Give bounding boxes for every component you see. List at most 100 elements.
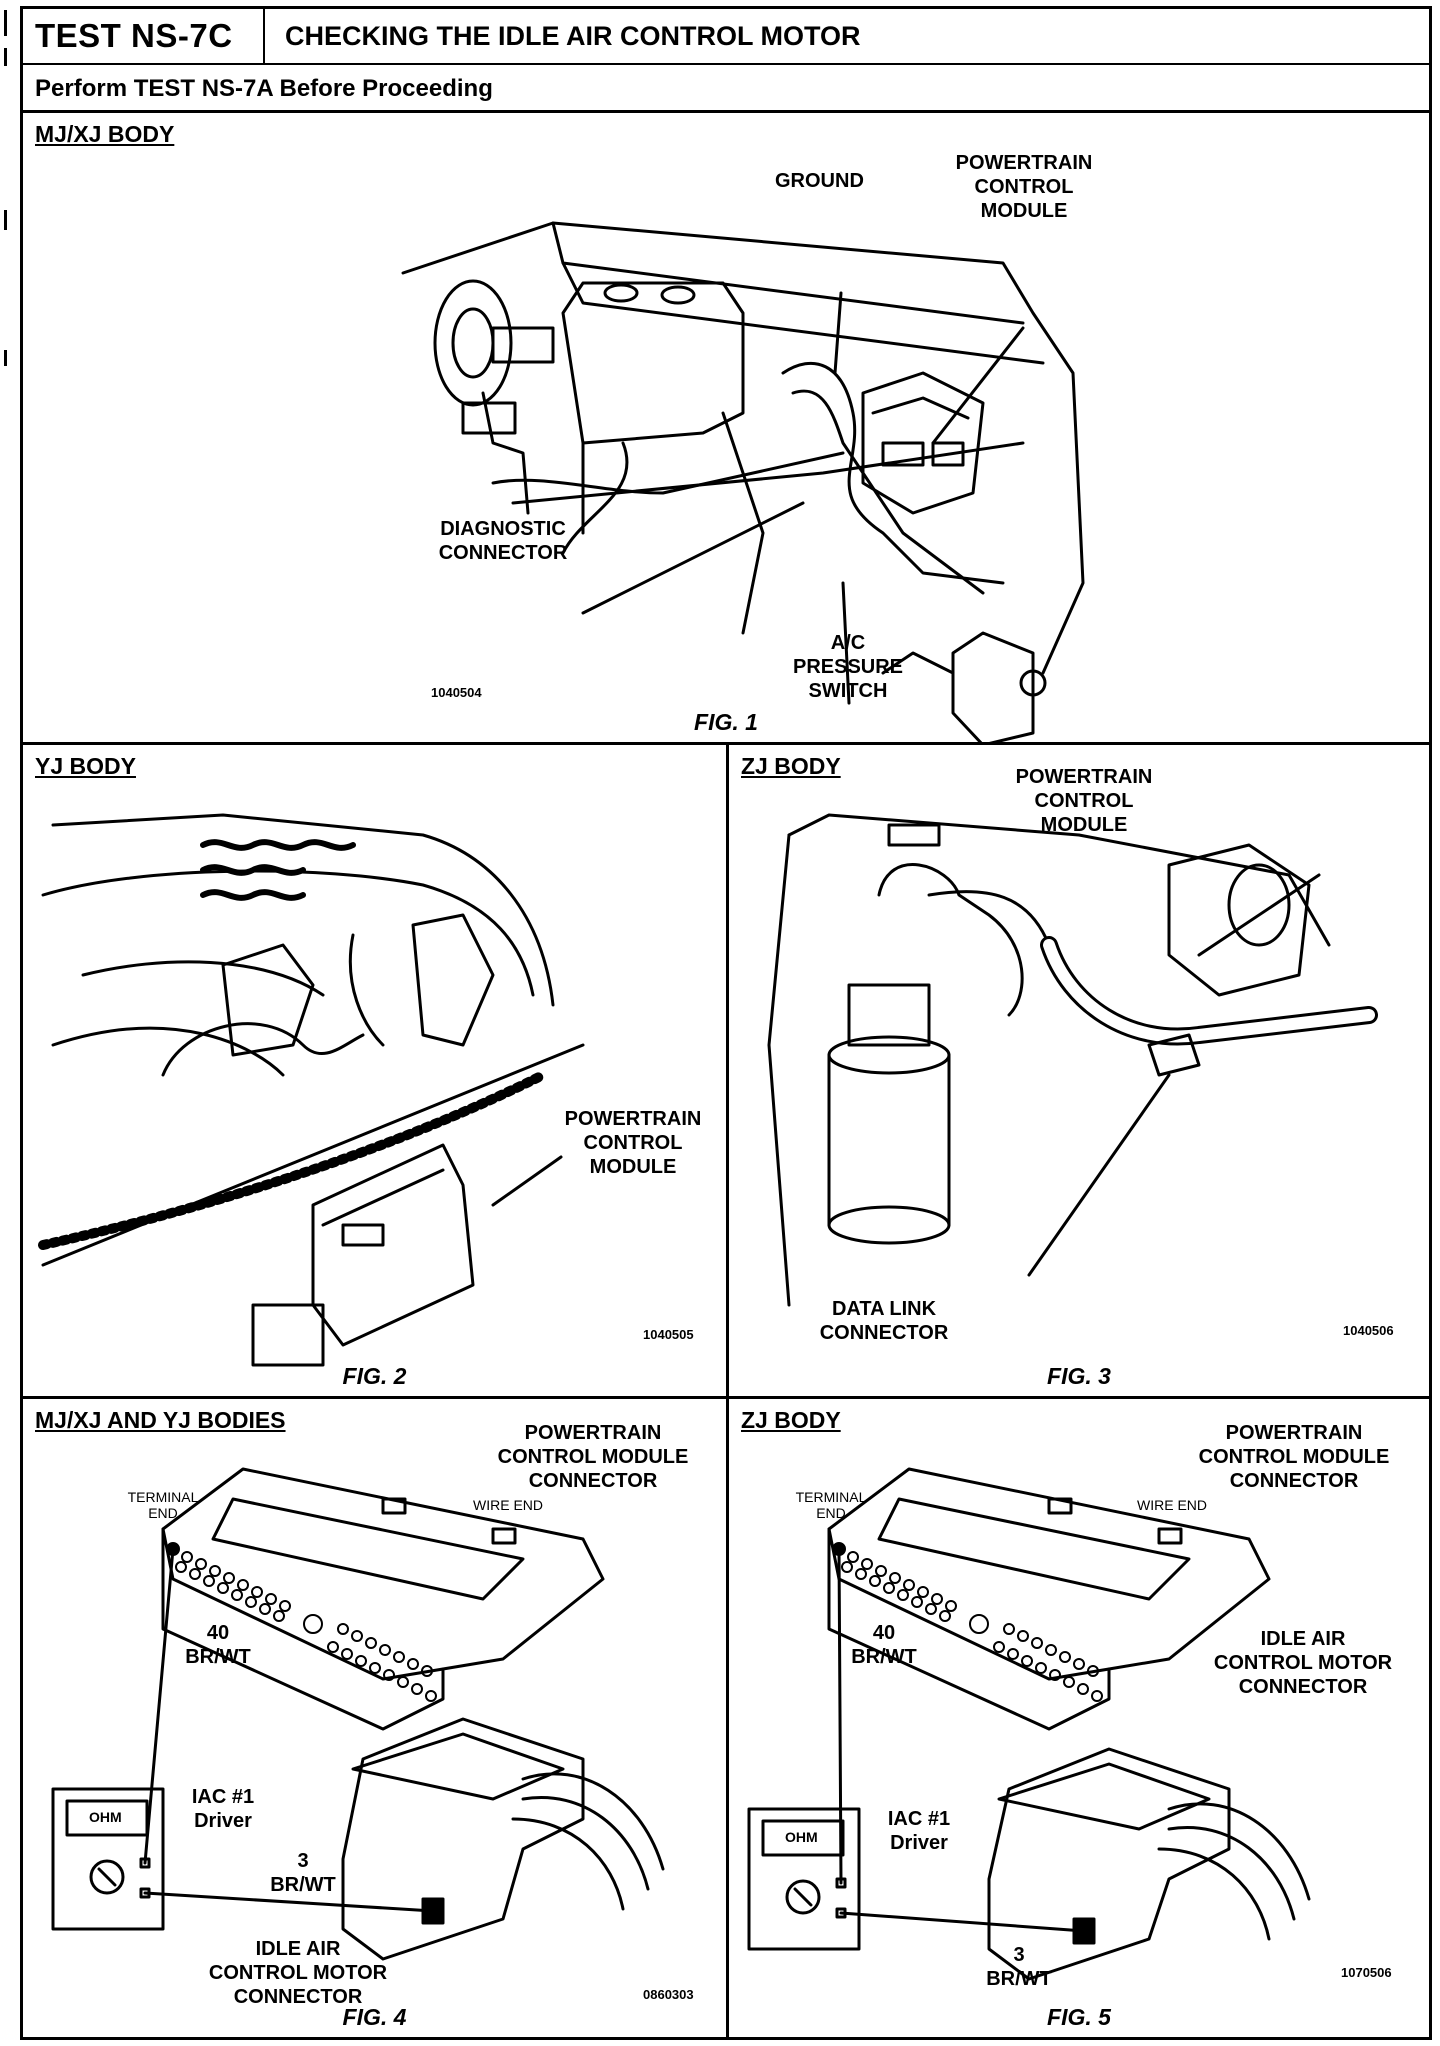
ac-label-line: A/C (830, 632, 866, 654)
margin-mark (4, 10, 7, 36)
pcm-label: POWERTRAIN CONTROL MODULE (553, 1107, 713, 1179)
figure-3-panel: ZJ BODY POWERTRAIN (729, 745, 1429, 1399)
figure-4-part-number: 0860303 (643, 1987, 694, 2002)
iac-connector-label: IDLE AIR CONTROL MOTOR CONNECTOR (1193, 1627, 1413, 1699)
figure-5-panel: ZJ BODY (729, 1399, 1429, 2037)
ohm-meter-display: OHM (785, 1829, 818, 1845)
pcm-connector-label-line: POWERTRAIN (1225, 1422, 1363, 1444)
ground-label: GROUND (775, 170, 864, 192)
pcm-connector-label-line: CONTROL MODULE (497, 1446, 689, 1468)
pcm-connector-label-line: POWERTRAIN (524, 1422, 662, 1444)
figure-1-part-number: 1040504 (431, 685, 482, 700)
figure-2-part-number: 1040505 (643, 1327, 694, 1342)
figure-3-part-number: 1040506 (1343, 1323, 1394, 1338)
pin-3-line: 3 (1013, 1944, 1025, 1966)
wire-end-label: WIRE END (1137, 1497, 1207, 1513)
test-title: CHECKING THE IDLE AIR CONTROL MOTOR (285, 21, 861, 51)
pcm-connector-label: POWERTRAIN CONTROL MODULE CONNECTOR (1184, 1421, 1404, 1493)
ac-switch-label: A/C PRESSURE SWITCH (773, 631, 923, 703)
pcm-connector-label-line: CONTROL MODULE (1198, 1446, 1390, 1468)
iac-connector-line: IDLE AIR (255, 1938, 341, 1960)
pcm-label-line: MODULE (980, 200, 1068, 222)
pin-40-line: BR/WT (185, 1646, 251, 1668)
test-header: TEST NS-7C CHECKING THE IDLE AIR CONTROL… (23, 9, 1429, 65)
figure-1-caption: FIG. 1 (694, 709, 758, 735)
pcm-connector-label: POWERTRAIN CONTROL MODULE CONNECTOR (483, 1421, 703, 1493)
margin-mark (4, 350, 7, 366)
margin-mark (4, 48, 7, 66)
pcm-label: POWERTRAIN CONTROL MODULE (939, 151, 1109, 223)
iac-driver-label: IAC #1 Driver (869, 1807, 969, 1855)
iac-connector-label: IDLE AIR CONTROL MOTOR CONNECTOR (193, 1937, 403, 2009)
iac-connector-line: CONNECTOR (1238, 1676, 1368, 1698)
diagnostic-connector-label: DIAGNOSTIC CONNECTOR (423, 517, 583, 565)
figure-3-caption: FIG. 3 (1047, 1363, 1111, 1389)
figure-4-body: MJ/XJ AND YJ BODIES (35, 1407, 286, 1433)
terminal-end-label: TERMINAL END (123, 1489, 203, 1521)
figure-5-body: ZJ BODY (741, 1407, 841, 1433)
data-link-connector-label: DATA LINK CONNECTOR (799, 1297, 969, 1345)
terminal-end-line: TERMINAL (127, 1489, 199, 1505)
test-id: TEST NS-7C (35, 17, 233, 54)
pin-3-line: 3 (297, 1850, 309, 1872)
figure-1-panel: MJ/XJ BODY (23, 113, 1429, 745)
terminal-end-line: TERMINAL (795, 1489, 867, 1505)
prerequisite-text: Perform TEST NS-7A Before Proceeding (35, 75, 493, 102)
test-id-box: TEST NS-7C (23, 9, 265, 65)
iac-connector-line: CONTROL MOTOR (1213, 1652, 1393, 1674)
pcm-label-line: MODULE (1040, 814, 1128, 836)
pcm-label-line: POWERTRAIN (1015, 766, 1153, 788)
figure-1-body: MJ/XJ BODY (35, 121, 175, 147)
pcm-label-line: MODULE (589, 1156, 677, 1178)
pcm-pins (167, 1543, 436, 1701)
pcm-label: POWERTRAIN CONTROL MODULE (1009, 765, 1159, 837)
zj-pcm-connector-probe-illustration (729, 1399, 1429, 2037)
pin-3-line: BR/WT (986, 1968, 1052, 1990)
margin-mark (4, 210, 7, 230)
pcm-pins (833, 1543, 1102, 1701)
dlc-label-line: CONNECTOR (819, 1322, 949, 1344)
pcm-label-line: CONTROL (1034, 790, 1134, 812)
iac-connector-line: IDLE AIR (1260, 1628, 1346, 1650)
terminal-end-line: END (816, 1505, 846, 1521)
ac-label-line: SWITCH (808, 680, 888, 702)
figure-4-caption: FIG. 4 (342, 2004, 407, 2030)
figure-5-caption: FIG. 5 (1047, 2004, 1111, 2030)
pin-40-line: 40 (206, 1622, 230, 1644)
pcm-label-line: POWERTRAIN (564, 1108, 702, 1130)
pcm-label-line: CONTROL (583, 1132, 683, 1154)
iac-driver-line: Driver (890, 1832, 948, 1854)
figure-2-body: YJ BODY (35, 753, 136, 779)
pcm-connector-label-line: CONNECTOR (1229, 1470, 1359, 1492)
figure-3-body: ZJ BODY (741, 753, 841, 779)
prerequisite-row: Perform TEST NS-7A Before Proceeding (23, 65, 1429, 113)
figure-2-caption: FIG. 2 (342, 1363, 407, 1389)
terminal-end-line: END (148, 1505, 178, 1521)
pin-40-label: 40 BR/WT (844, 1621, 924, 1669)
test-sheet: TEST NS-7C CHECKING THE IDLE AIR CONTROL… (20, 6, 1432, 2040)
ohm-meter-display: OHM (89, 1809, 122, 1825)
figure-2-panel: YJ BODY POW (23, 745, 729, 1399)
pcm-label-line: POWERTRAIN (955, 152, 1093, 174)
pcm-label-line: CONTROL (974, 176, 1074, 198)
pcm-connector-label-line: CONNECTOR (528, 1470, 658, 1492)
figure-5-part-number: 1070506 (1341, 1965, 1392, 1980)
iac-driver-label: IAC #1 Driver (173, 1785, 273, 1833)
figure-4-panel: MJ/XJ AND YJ BODIES (23, 1399, 729, 2037)
pin-3-line: BR/WT (270, 1874, 336, 1896)
pin-3-label: 3 BR/WT (979, 1943, 1059, 1991)
iac-driver-line: IAC #1 (191, 1786, 255, 1808)
pcm-connector-probe-illustration (23, 1399, 729, 2037)
iac-driver-line: IAC #1 (887, 1808, 951, 1830)
yj-engine-illustration (23, 745, 729, 1399)
zj-engine-illustration (729, 745, 1429, 1399)
pin-40-line: BR/WT (851, 1646, 917, 1668)
pin-3-label: 3 BR/WT (263, 1849, 343, 1897)
pin-40-line: 40 (872, 1622, 896, 1644)
terminal-end-label: TERMINAL END (791, 1489, 871, 1521)
iac-driver-line: Driver (194, 1810, 252, 1832)
engine-bay-illustration (23, 113, 1429, 745)
dlc-label-line: DATA LINK (831, 1298, 937, 1320)
pin-40-label: 40 BR/WT (178, 1621, 258, 1669)
diagnostic-label-line: CONNECTOR (438, 542, 568, 564)
